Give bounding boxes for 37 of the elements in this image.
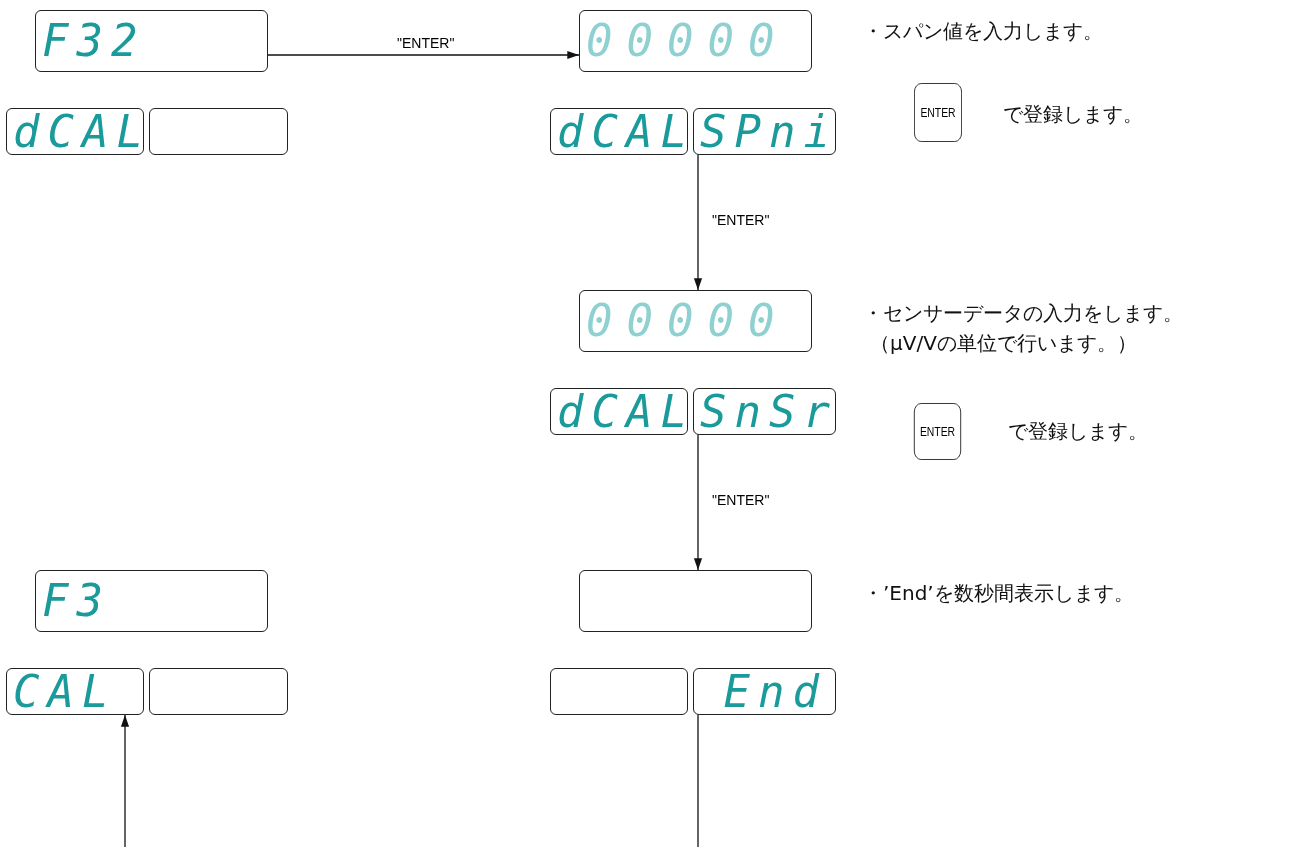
enter-key: ENTER [914,83,962,142]
segment-readout: dCAL [13,109,151,154]
display-panel [35,10,268,72]
display-panel [6,668,144,715]
segment-readout: F3 [42,579,111,623]
edge-label: "ENTER" [395,35,457,51]
display-panel [35,570,268,632]
segment-readout: F32 [42,19,146,63]
enter-key: ENTER [913,403,962,460]
segment-readout: CAL [13,669,117,714]
note-text: で登録します。 [1008,418,1148,445]
arrow [267,50,580,60]
note-text: ・センサーデータの入力をします。 [863,300,1183,327]
arrow [693,154,703,291]
display-panel [149,668,288,715]
display-panel [579,290,812,352]
edge-label: "ENTER" [710,212,772,228]
segment-readout: 00000 [586,299,789,343]
connector-line [697,714,699,848]
edge-label: "ENTER" [710,492,772,508]
note-text: （μV/Vの単位で行います。） [870,330,1137,357]
segment-readout: SPni [700,109,838,154]
segment-readout: End [723,669,827,714]
display-panel [149,108,288,155]
display-panel [579,570,812,632]
arrow [693,434,703,571]
note-text: で登録します。 [1003,101,1143,128]
segment-readout: SnSr [700,389,838,434]
display-panel [550,668,688,715]
arrow [120,714,130,848]
display-panel [693,668,836,715]
note-text: ・スパン値を入力します。 [863,18,1103,45]
segment-readout: dCAL [557,389,695,434]
segment-readout: dCAL [557,109,695,154]
note-text: ・’End’を数秒間表示します。 [863,580,1134,607]
segment-readout: 00000 [586,19,789,63]
display-panel [579,10,812,72]
